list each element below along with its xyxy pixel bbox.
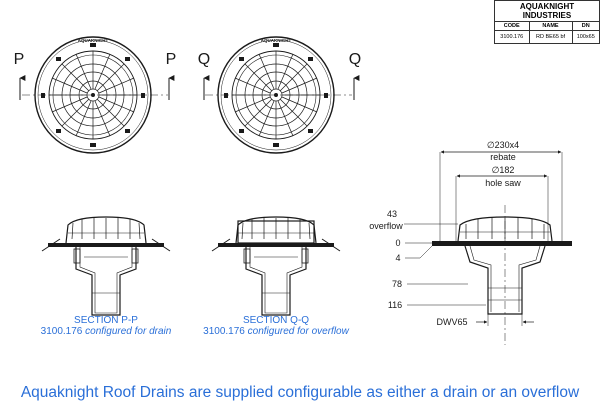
- section-config: configured for drain: [85, 326, 172, 337]
- level-78: 78: [392, 279, 402, 289]
- section-config: configured for overflow: [248, 326, 350, 337]
- holesaw-value: ∅182: [492, 165, 515, 175]
- section-p-p: SECTION P-P 3100.176 configured for drai…: [41, 216, 172, 337]
- overflow-collar: [237, 220, 315, 244]
- outlet-size: DWV65: [436, 317, 467, 327]
- elevation-dimensioned: ∅230x4 rebate ∅182 hole saw 43 overflow …: [369, 140, 572, 345]
- cut-letter-left: P: [14, 51, 25, 68]
- level-4: 4: [395, 253, 400, 263]
- holesaw-label: hole saw: [485, 178, 521, 188]
- brand-mark: AQUAKNIGHT: [261, 38, 292, 43]
- plan-view-q: Q Q AQUAKNIGHT: [198, 36, 361, 154]
- overflow-label: overflow: [369, 221, 403, 231]
- section-code: 3100.176: [41, 326, 83, 337]
- section-title: SECTION Q-Q: [243, 315, 309, 326]
- plan-view-p: P P AQUAKNIGHT: [14, 36, 177, 154]
- cut-letter-left: Q: [198, 51, 210, 68]
- rebate-label: rebate: [490, 152, 516, 162]
- overflow-value: 43: [387, 209, 397, 219]
- cell-dn: 100x65: [571, 30, 600, 44]
- cut-letter-right: P: [166, 51, 177, 68]
- caption: Aquaknight Roof Drains are supplied conf…: [20, 384, 580, 401]
- section-title: SECTION P-P: [74, 315, 138, 326]
- section-subtitle: 3100.176 configured for overflow: [203, 326, 349, 337]
- cut-letter-right: Q: [349, 51, 361, 68]
- section-q-q: SECTION Q-Q 3100.176 configured for over…: [203, 216, 350, 337]
- level-0: 0: [395, 238, 400, 248]
- section-subtitle: 3100.176 configured for drain: [41, 326, 172, 337]
- level-116: 116: [388, 300, 402, 310]
- rebate-value: ∅230x4: [487, 140, 519, 150]
- title-block: AQUAKNIGHT INDUSTRIES CODE NAME DN 3100.…: [494, 0, 600, 44]
- section-code: 3100.176: [203, 326, 245, 337]
- brand-mark: AQUAKNIGHT: [78, 38, 109, 43]
